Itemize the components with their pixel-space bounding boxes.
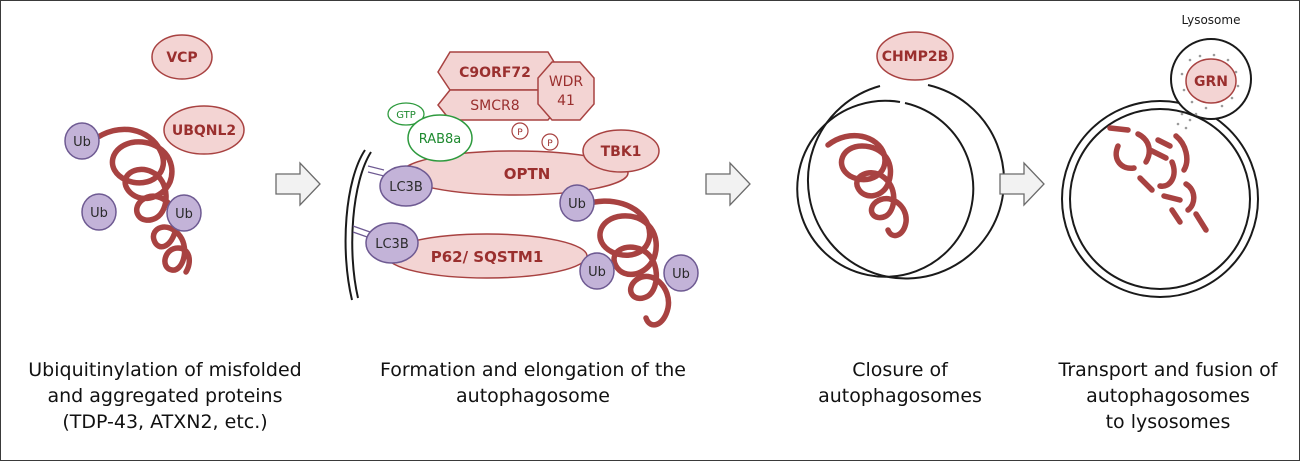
phosphate-1-icon xyxy=(511,122,529,140)
caption-stage-1-line-1: Ubiquitinylation of misfolded xyxy=(28,359,302,381)
caption-stage-4-line-3: to lysosomes xyxy=(1105,411,1231,433)
phagophore-membrane-outer xyxy=(344,149,366,301)
stage-ubiquitinylation: Ub Ub Ub VCP UBQNL2 xyxy=(64,34,245,275)
autophagosome-membrane-outer xyxy=(796,99,975,278)
autolysosome-membrane-inner xyxy=(1069,108,1251,290)
chmp2b-protein xyxy=(876,31,954,81)
autolysosome-membrane-outer xyxy=(1061,100,1259,298)
gtp-molecule xyxy=(387,102,425,126)
autophagosome-membrane-inner xyxy=(807,84,1005,280)
caption-stage-3: Closure of autophagosomes xyxy=(780,357,1020,409)
ubqnl2-label: UBQNL2 xyxy=(172,123,236,139)
lc3b-2-label: LC3B xyxy=(375,237,409,252)
phosphate-2-label: P xyxy=(547,139,553,149)
arrow-1-icon xyxy=(275,161,321,207)
p62-sqstm1-label: P62/ SQSTM1 xyxy=(431,248,544,266)
stage-formation-elongation: C9ORF72 SMCR8 WDR 41 OPTN GTP RAB8a P P … xyxy=(344,51,699,328)
phagophore-membrane-inner xyxy=(351,151,372,299)
optn-label: OPTN xyxy=(504,165,551,183)
rab8a-protein xyxy=(407,114,473,162)
ubiquitin-5-label: Ub xyxy=(588,265,606,280)
tbk1-label: TBK1 xyxy=(601,144,642,160)
vcp-protein xyxy=(151,34,213,80)
caption-stage-2: Formation and elongation of the autophag… xyxy=(358,357,708,409)
caption-stage-1-line-3: (TDP-43, ATXN2, etc.) xyxy=(62,411,268,433)
ubiquitin-2-label: Ub xyxy=(90,206,108,221)
arrow-3-icon xyxy=(999,161,1045,207)
caption-stage-2-line-2: autophagosome xyxy=(456,385,610,407)
ubiquitin-2 xyxy=(81,193,117,231)
caption-stage-4: Transport and fusion of autophagosomes t… xyxy=(1046,357,1290,435)
c9orf72-label: C9ORF72 xyxy=(459,65,531,81)
misfolded-protein-aggregate xyxy=(89,126,193,275)
caption-stage-1: Ubiquitinylation of misfolded and aggreg… xyxy=(0,357,330,435)
wdr41-label-line1: WDR xyxy=(549,74,584,90)
lc3b-protein-2 xyxy=(365,222,419,264)
misfolded-protein-aggregate-2 xyxy=(581,198,672,328)
lysosome-content-dots xyxy=(1176,53,1240,130)
grn-label: GRN xyxy=(1194,74,1228,90)
ubiquitin-1 xyxy=(64,122,100,160)
ubiquitin-4-label: Ub xyxy=(568,197,586,212)
degraded-protein-fragments xyxy=(1107,125,1209,233)
phosphate-1-label: P xyxy=(517,128,523,138)
wdr41-label-line2: 41 xyxy=(557,93,575,109)
caption-stage-4-line-1: Transport and fusion of xyxy=(1058,359,1278,381)
ubiquitin-6 xyxy=(663,254,699,292)
arrow-2-icon xyxy=(705,161,751,207)
stage-closure: CHMP2B xyxy=(796,31,1005,280)
ubqnl2-protein xyxy=(163,105,245,155)
tbk1-protein xyxy=(582,129,660,173)
stage-fusion: GRN Lysosome xyxy=(1061,13,1259,298)
caption-stage-1-line-2: and aggregated proteins xyxy=(47,385,283,407)
misfolded-protein-cargo xyxy=(825,133,909,239)
gtp-label: GTP xyxy=(396,110,416,121)
ubiquitin-4 xyxy=(559,184,595,222)
caption-stage-2-line-1: Formation and elongation of the xyxy=(379,359,687,381)
ubiquitin-3-label: Ub xyxy=(175,207,193,222)
caption-stage-4-line-2: autophagosomes xyxy=(1086,385,1250,407)
lysosome-label: Lysosome xyxy=(1182,13,1241,27)
phosphate-2-icon xyxy=(541,133,559,151)
wdr41-protein xyxy=(537,61,595,121)
chmp2b-label: CHMP2B xyxy=(882,49,949,65)
lc3b-1-label: LC3B xyxy=(389,180,423,195)
vcp-label: VCP xyxy=(166,50,197,66)
ubiquitin-5 xyxy=(579,252,615,290)
ubiquitin-6-label: Ub xyxy=(672,267,690,282)
smcr8-label: SMCR8 xyxy=(470,98,519,114)
grn-protein xyxy=(1185,58,1237,104)
lc3b-protein-1 xyxy=(379,165,433,207)
lc3b-anchor-1-icon xyxy=(367,165,385,177)
ubiquitin-3 xyxy=(166,194,202,232)
rab8a-label: RAB8a xyxy=(419,132,462,147)
caption-stage-3-line-2: autophagosomes xyxy=(818,385,982,407)
ubiquitin-1-label: Ub xyxy=(73,135,91,150)
caption-stage-3-line-1: Closure of xyxy=(852,359,948,381)
